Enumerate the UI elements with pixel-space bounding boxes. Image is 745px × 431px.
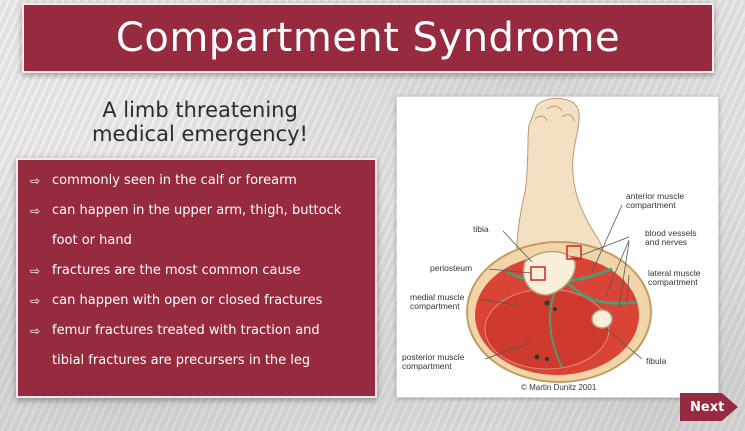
subtitle-line-1: A limb threatening bbox=[102, 98, 298, 122]
label-tibia: tibia bbox=[473, 224, 489, 234]
bullet-item: ⇨can happen with open or closed fracture… bbox=[30, 286, 367, 316]
label-posterior-compartment: posterior muscle compartment bbox=[402, 352, 465, 371]
bullet-item: ⇨femur fractures treated with traction a… bbox=[30, 316, 367, 346]
bullet-list: ⇨commonly seen in the calf or forearm ⇨c… bbox=[30, 166, 367, 376]
label-lateral-compartment: lateral muscle compartment bbox=[648, 268, 701, 287]
arrow-right-icon: ⇨ bbox=[30, 264, 41, 278]
subtitle: A limb threatening medical emergency! bbox=[70, 98, 330, 146]
bullet-item: ⇨can happen in the upper arm, thigh, but… bbox=[30, 196, 367, 226]
label-blood-vessels: blood vessels and nerves bbox=[645, 228, 697, 247]
figure-credit: © Martin Dunitz 2001 bbox=[521, 383, 597, 392]
arrow-right-icon: ⇨ bbox=[30, 324, 41, 338]
bullet-panel: ⇨commonly seen in the calf or forearm ⇨c… bbox=[16, 158, 377, 398]
bullet-item-continuation: foot or hand bbox=[52, 233, 132, 248]
title-banner: Compartment Syndrome bbox=[22, 3, 714, 73]
slide-title: Compartment Syndrome bbox=[115, 15, 621, 61]
label-medial-compartment: medial muscle compartment bbox=[410, 292, 465, 311]
bullet-item: ⇨commonly seen in the calf or forearm bbox=[30, 166, 367, 196]
subtitle-line-2: medical emergency! bbox=[92, 122, 308, 146]
label-periosteum: periosteum bbox=[430, 263, 473, 273]
label-fibula: fibula bbox=[646, 356, 667, 366]
leg-cross-section-illustration bbox=[466, 98, 652, 383]
label-anterior-compartment: anterior muscle compartment bbox=[626, 191, 685, 210]
arrow-right-icon: ⇨ bbox=[30, 174, 41, 188]
bullet-item-continuation: tibial fractures are precursers in the l… bbox=[52, 353, 311, 368]
bullet-item: ⇨fractures are the most common cause bbox=[30, 256, 367, 286]
arrow-right-icon: ⇨ bbox=[30, 204, 41, 218]
arrow-right-icon: ⇨ bbox=[30, 294, 41, 308]
leg-cross-section-figure: anterior muscle compartment tibia blood … bbox=[396, 96, 719, 398]
